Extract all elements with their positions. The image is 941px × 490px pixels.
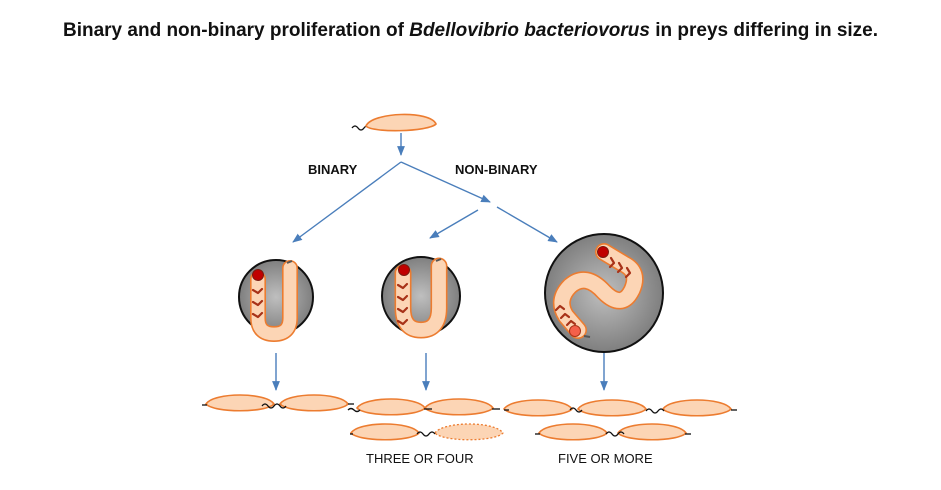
label-five-or-more: FIVE OR MORE (558, 451, 653, 466)
progeny-binary (202, 394, 354, 412)
label-three-or-four: THREE OR FOUR (366, 451, 474, 466)
prey-large (544, 233, 664, 353)
figure-title: Binary and non-binary proliferation of B… (0, 20, 941, 42)
label-non-binary: NON-BINARY (455, 162, 538, 177)
arrow-five-or-more (496, 206, 558, 243)
parent-bdellovibrio (351, 113, 437, 132)
progeny-marker (569, 325, 581, 337)
nucleoid (252, 269, 264, 281)
branch-arrows (272, 133, 608, 391)
title-suffix: in preys differing in size. (649, 20, 879, 41)
arrow-non-binary (400, 161, 491, 203)
title-prefix: Binary and non-binary proliferation of (62, 20, 410, 41)
progeny-five-or-more (503, 399, 737, 441)
prey-small (238, 259, 314, 342)
arrow-binary (292, 161, 402, 243)
nucleoid (398, 264, 410, 276)
title-species: Bdellovibrio bacteriovorus (409, 20, 650, 41)
nucleoid (597, 246, 609, 258)
label-binary: BINARY (308, 162, 358, 177)
arrow-three-or-four (429, 209, 479, 239)
prey-medium (381, 256, 461, 339)
progeny-three-or-four (347, 398, 504, 441)
